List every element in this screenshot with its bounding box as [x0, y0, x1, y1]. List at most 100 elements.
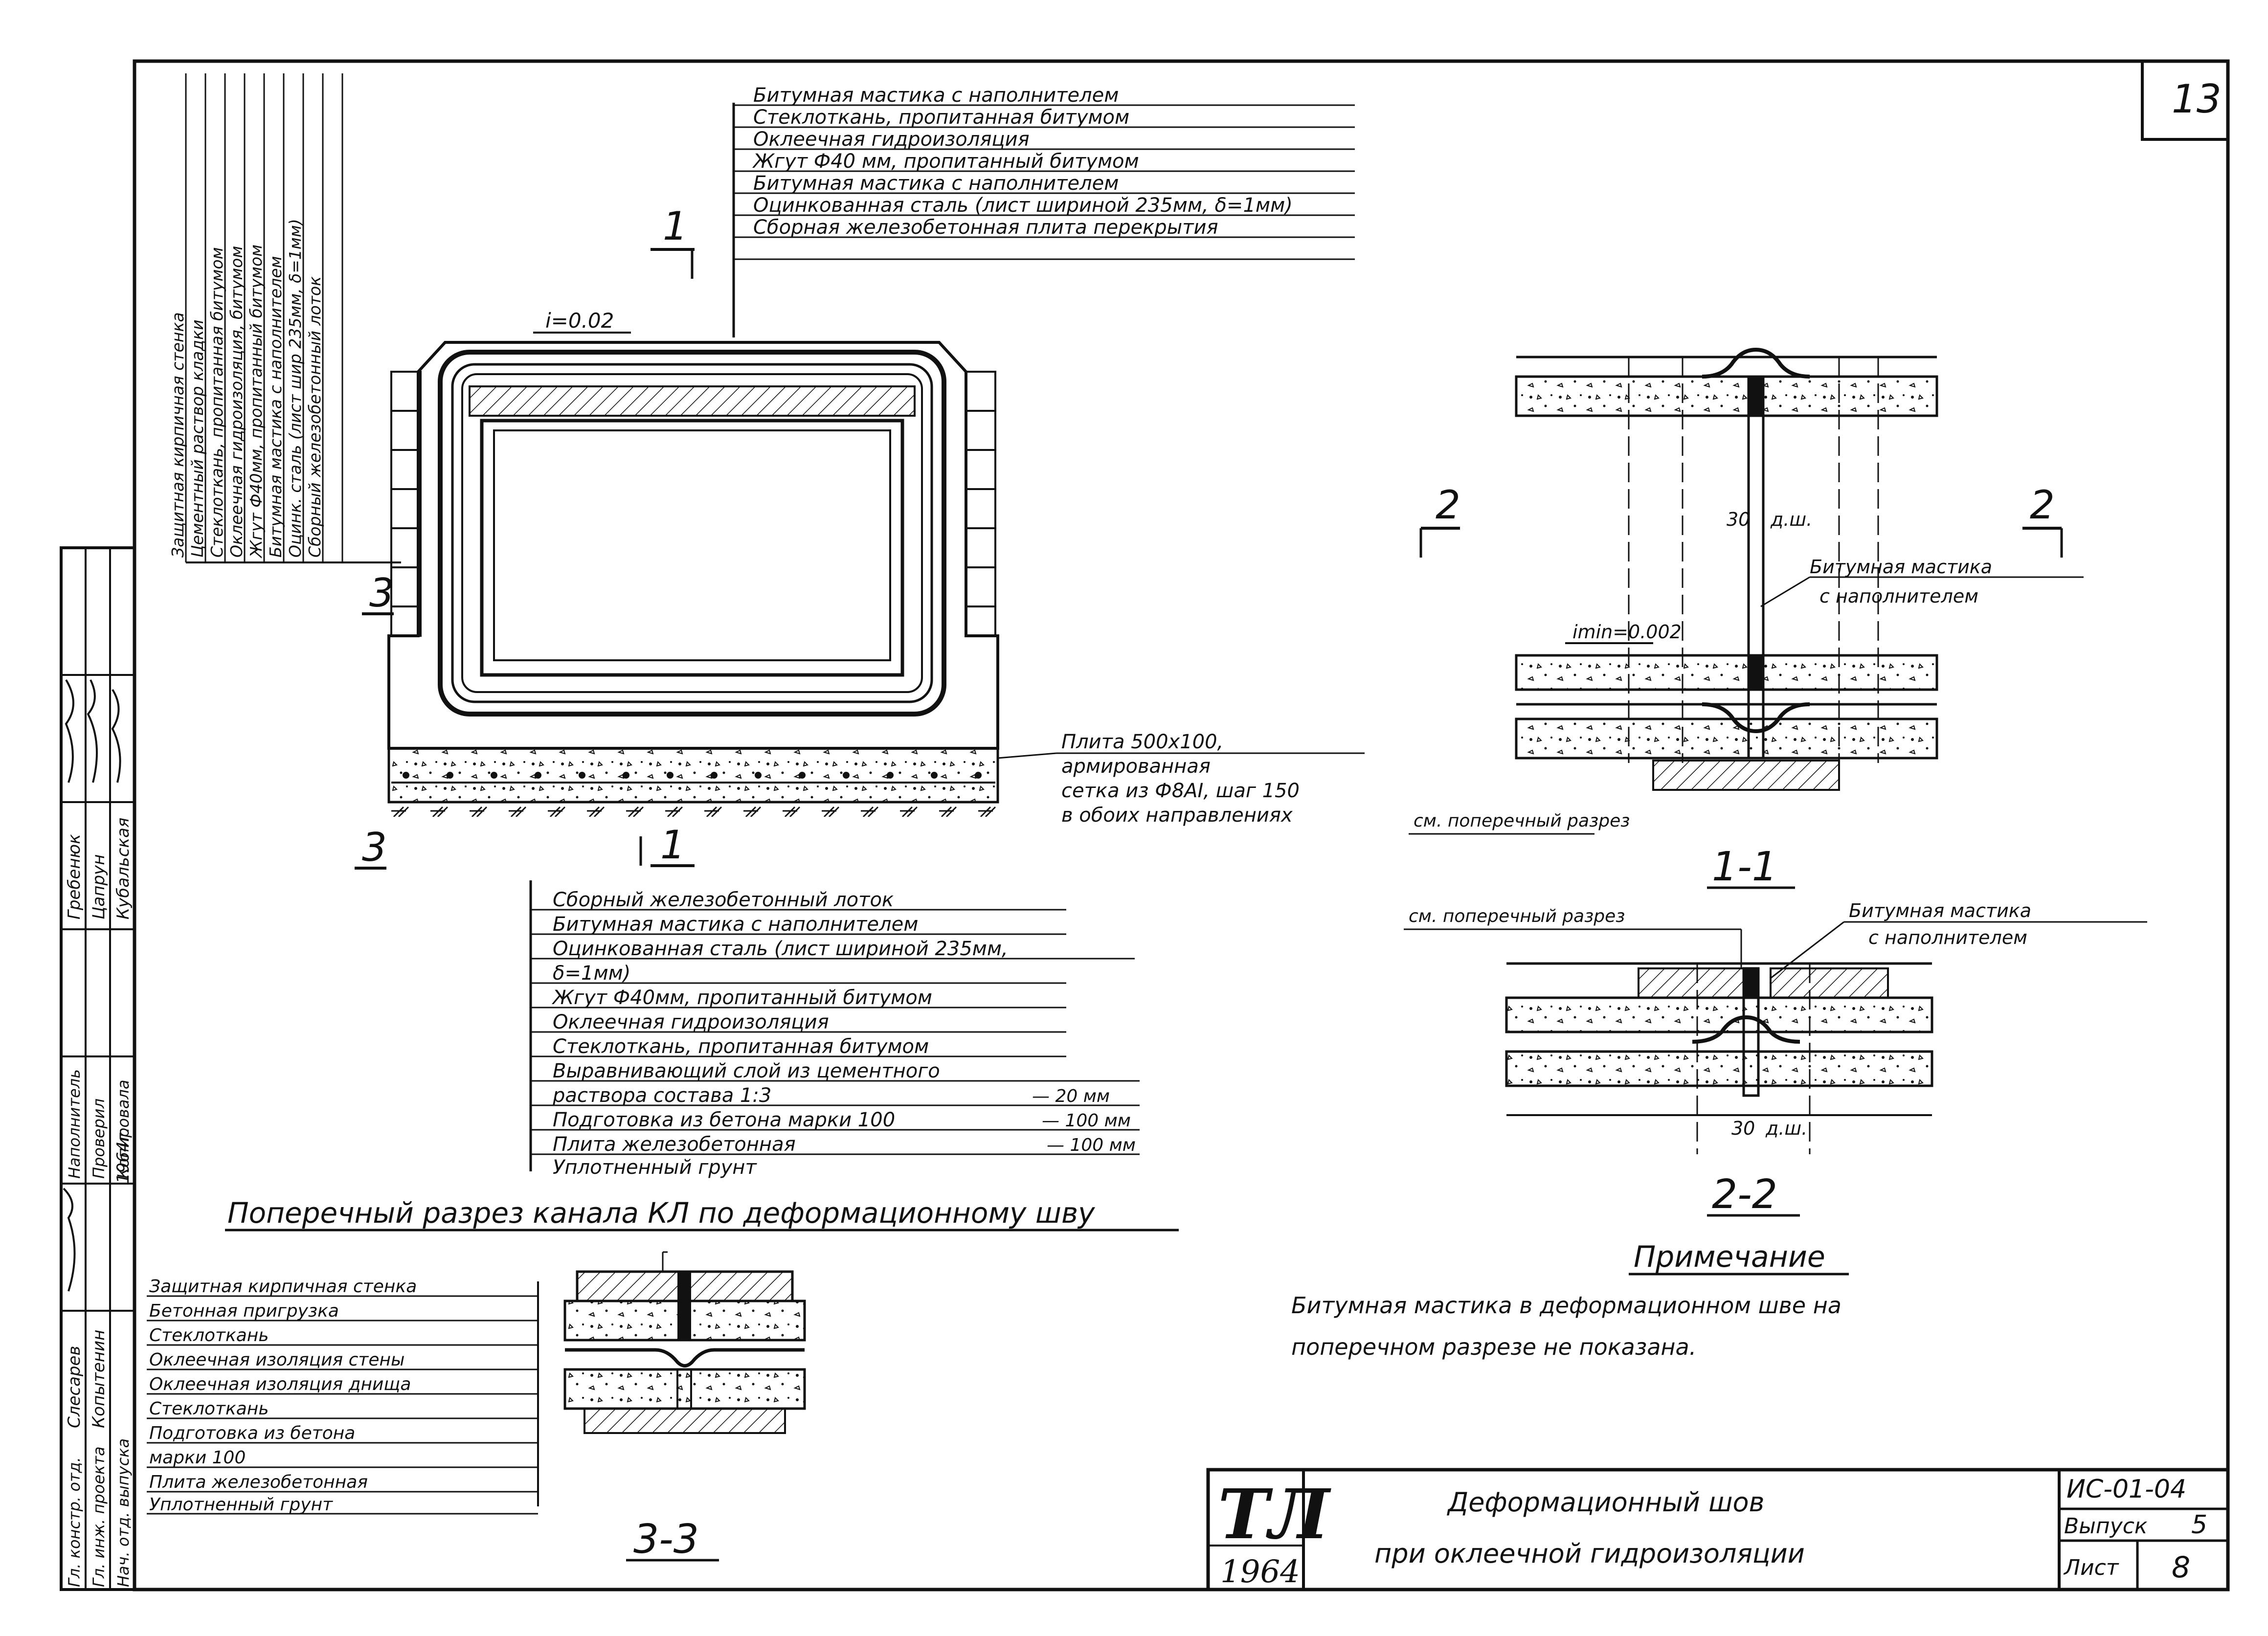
plate-note-line: сетка из Ф8АI, шаг 150 — [1061, 780, 1300, 802]
base-plate — [387, 747, 999, 804]
section-label-2-2: 2-2 — [1712, 1171, 1777, 1218]
footing — [584, 1408, 786, 1434]
callout-line: Битумная мастика с наполнителем — [266, 256, 285, 558]
stamp-cell: Копытенин — [89, 1330, 109, 1428]
callout-line: Битумная мастика с наполнителем — [753, 84, 1119, 107]
logo-year: 1964 — [1220, 1554, 1300, 1590]
joint-dim-label: д.ш. — [1765, 1118, 1807, 1139]
stamp-cell: Копировала — [114, 1080, 133, 1179]
brick-wall-right — [965, 371, 996, 637]
section-mark-3-bottom: 3 — [362, 825, 387, 870]
plate-note-line: Плита 500х100, — [1061, 731, 1223, 753]
section-mark-1: 1 — [663, 203, 688, 249]
callout-line: Битумная мастика с наполнителем — [553, 913, 918, 936]
side-stamp: Гл. констр. отд. Гл. инж. проекта Нач. о… — [60, 546, 136, 1591]
callout-line: Битумная мастика с наполнителем — [753, 172, 1119, 195]
callout-line: Плита железобетонная — [149, 1472, 368, 1492]
callout-line: Бетонная пригрузка — [149, 1301, 339, 1321]
callout-line: Стеклоткань, пропитанная битумом — [753, 106, 1129, 129]
mastic-note: с наполнителем — [1819, 585, 1978, 607]
callout-line: δ=1мм) — [553, 962, 630, 985]
plate-note: Плита 500х100, армированная сетка из Ф8А… — [997, 731, 1365, 827]
callout-line: Оцинк. сталь (лист шир 235мм, δ=1мм) — [286, 219, 305, 558]
brick-wall-left — [390, 371, 422, 637]
section-2-2: см. поперечный разрез Битумная мастика с… — [1404, 900, 2147, 1218]
signature — [63, 1188, 76, 1292]
note-line: Битумная мастика в деформационном шве на — [1291, 1292, 1841, 1319]
top-callout: Битумная мастика с наполнителем Стеклотк… — [732, 84, 1355, 337]
rebar-mesh — [403, 772, 982, 779]
stamp-cell: Цапрун — [89, 854, 109, 919]
bottom-callout: Сборный железобетонный лоток Битумная ма… — [529, 880, 1140, 1179]
slab-layer — [1770, 967, 1889, 999]
joint-dim: 30 — [1727, 509, 1750, 530]
callout-line: Стеклоткань — [149, 1399, 269, 1419]
title-line-1: Деформационный шов — [1447, 1487, 1764, 1518]
joint-filler — [1749, 655, 1763, 690]
callout-line: Оцинкованная сталь (лист шириной 235мм, … — [753, 194, 1293, 217]
drawing-code: ИС-01-04 — [2066, 1475, 2186, 1504]
callout-dim: — 100 мм — [1047, 1135, 1136, 1155]
callout-line: марки 100 — [149, 1448, 246, 1468]
joint-hump — [1702, 702, 1810, 734]
callout-dim: — 100 мм — [1042, 1111, 1131, 1131]
callout-line: Жгут Ф40мм, пропитанный битумом — [247, 245, 266, 559]
section-3-3: Защитная кирпичная стенка Бетонная пригр… — [147, 1251, 806, 1563]
issue-value: 5 — [2191, 1510, 2207, 1540]
plate-note-line: в обоих направлениях — [1061, 804, 1293, 827]
callout-dim: — 20 мм — [1032, 1086, 1110, 1106]
stamp-cell: Наполнитель — [65, 1069, 84, 1179]
joint-dim-label: д.ш. — [1770, 509, 1812, 530]
mastic-note: Битумная мастика — [1849, 900, 2031, 921]
joint-filler — [1749, 377, 1763, 416]
cross-ref: см. поперечный разрез — [1409, 906, 1625, 926]
joint-hump — [565, 1348, 805, 1367]
joint-gap — [1747, 375, 1765, 760]
callout-line: Цементный раствор кладки — [188, 319, 207, 558]
stamp-cell: 1964г. — [113, 1127, 133, 1184]
callout-line: раствора состава 1:3 — [552, 1084, 771, 1107]
section-mark-1-bottom: 1 — [660, 822, 685, 868]
footing — [1652, 760, 1840, 791]
soil — [391, 802, 998, 817]
channel-opening — [493, 429, 891, 661]
mastic-note: Битумная мастика — [1810, 556, 1992, 578]
insulation-layer — [438, 350, 946, 717]
section-label-1-1: 1-1 — [1712, 844, 1777, 890]
section-mark-2-right: 2 — [2030, 482, 2055, 528]
stamp-cell: Гребенюк — [65, 834, 84, 919]
channel-trough — [480, 419, 904, 677]
section-mark-2: 2 — [1436, 482, 1460, 528]
slope-label: imin=0.002 — [1572, 621, 1682, 643]
callout-line: Подготовка из бетона марки 100 — [553, 1109, 895, 1131]
signature — [87, 679, 98, 783]
callout-line: Оклеечная изоляция днища — [149, 1374, 411, 1394]
insulation-layer — [461, 373, 923, 693]
stamp-cell: Гл. инж. проекта — [90, 1446, 108, 1587]
callout-line: Защитная кирпичная стенка — [168, 312, 187, 558]
note-heading: Примечание — [1634, 1240, 1825, 1274]
cross-ref: см. поперечный разрез — [1414, 811, 1630, 831]
slab-layer — [1505, 1050, 1933, 1087]
sheet-label: Лист — [2063, 1555, 2119, 1580]
callout-line: Уплотненный грунт — [149, 1495, 333, 1515]
slab-layer — [563, 1368, 806, 1410]
joint-hump — [1692, 1015, 1800, 1044]
slab-layer — [1638, 967, 1747, 999]
callout-line: Выравнивающий слой из цементного — [553, 1060, 940, 1082]
channel-cross-section: i=0.02 1 1 3 3 — [355, 203, 999, 870]
callout-line: Стеклоткань, пропитанная битумом — [553, 1035, 929, 1058]
callout-line: Оклеечная гидроизоляция — [553, 1011, 829, 1033]
title-line-2: при оклеечной гидроизоляции — [1374, 1538, 1805, 1569]
stamp-cell: Нач. отд. выпуска — [114, 1438, 133, 1587]
callout-line: Оклеечная гидроизоляция, битумом — [227, 246, 246, 558]
slab-layer — [1515, 375, 1938, 417]
callout-line: Уплотненный грунт — [553, 1156, 757, 1179]
callout-line: Жгут Ф40 мм, пропитанный битумом — [752, 150, 1139, 173]
note-line: поперечном разрезе не показана. — [1291, 1334, 1696, 1360]
slope-label: i=0.02 — [545, 309, 614, 333]
wall-callout: Защитная кирпичная стенка Цементный раст… — [168, 73, 401, 563]
stamp-cell: Слесарев — [65, 1346, 84, 1428]
sheet-number: 13 — [2172, 76, 2222, 122]
